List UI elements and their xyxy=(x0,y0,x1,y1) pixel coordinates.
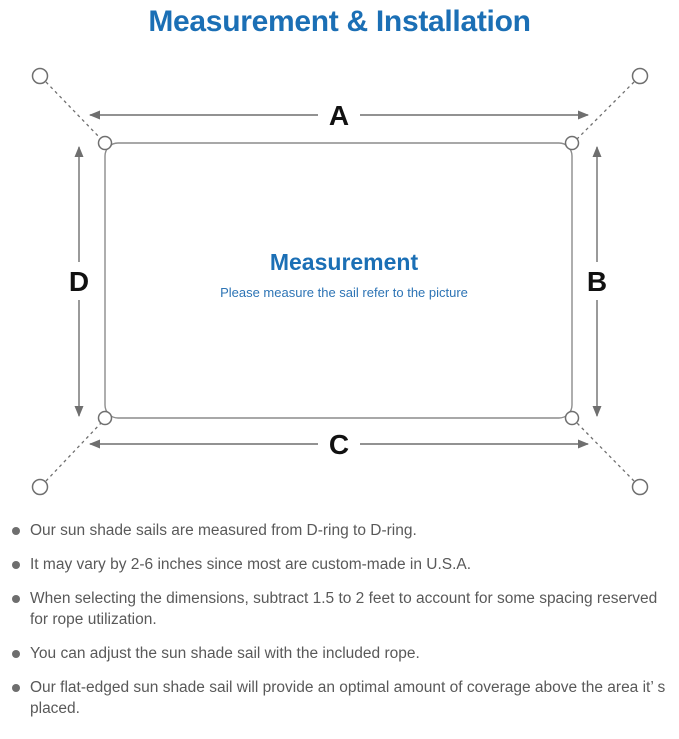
notes-list: Our sun shade sails are measured from D-… xyxy=(0,520,679,732)
note-text: Our flat-edged sun shade sail will provi… xyxy=(30,679,666,717)
anchor-top-left-icon xyxy=(31,67,49,85)
anchor-points xyxy=(31,67,649,496)
page-title: Measurement & Installation xyxy=(148,5,531,38)
dimension-c-label: C xyxy=(329,429,349,460)
list-item: It may vary by 2-6 inches since most are… xyxy=(0,554,679,575)
rope-line-top-right xyxy=(576,81,635,140)
d-ring-bottom-right-icon xyxy=(564,410,580,426)
list-item: Our sun shade sails are measured from D-… xyxy=(0,520,679,541)
bullet-icon xyxy=(12,527,20,535)
dimension-b: B xyxy=(587,146,607,417)
bullet-icon xyxy=(12,684,20,692)
rope-line-bottom-left xyxy=(45,422,102,482)
dimension-c: C xyxy=(89,429,589,460)
bullet-icon xyxy=(12,561,20,569)
dimension-a-label: A xyxy=(329,100,349,131)
sail-body xyxy=(104,142,573,419)
dimension-d-label: D xyxy=(69,266,89,297)
list-item: When selecting the dimensions, subtract … xyxy=(0,588,679,630)
dimension-b-label: B xyxy=(587,266,607,297)
d-ring-top-right-icon xyxy=(564,135,580,151)
list-item: Our flat-edged sun shade sail will provi… xyxy=(0,677,679,719)
note-text: When selecting the dimensions, subtract … xyxy=(30,590,658,628)
sail-center-heading: Measurement xyxy=(270,249,419,275)
title-bar: Measurement & Installation xyxy=(0,2,679,42)
diagram-svg: A C D B Measurement Please measure the s… xyxy=(31,67,649,496)
bullet-icon xyxy=(12,650,20,658)
d-ring-top-left-icon xyxy=(97,135,113,151)
dimension-a: A xyxy=(89,100,589,131)
note-text: Our sun shade sails are measured from D-… xyxy=(30,522,417,539)
rope-line-bottom-right xyxy=(576,422,635,482)
anchor-bottom-left-icon xyxy=(31,478,49,496)
measurement-diagram: A C D B Measurement Please measure the s… xyxy=(0,52,679,512)
anchor-bottom-right-icon xyxy=(631,478,649,496)
note-text: It may vary by 2-6 inches since most are… xyxy=(30,556,472,573)
note-text: You can adjust the sun shade sail with t… xyxy=(30,645,420,662)
rope-line-top-left xyxy=(45,81,102,140)
d-ring-bottom-left-icon xyxy=(97,410,113,426)
rope-lines xyxy=(45,81,635,482)
sail-center-subheading: Please measure the sail refer to the pic… xyxy=(220,285,468,300)
bullet-icon xyxy=(12,595,20,603)
d-rings xyxy=(97,135,580,426)
anchor-top-right-icon xyxy=(631,67,649,85)
dimension-d: D xyxy=(69,146,89,417)
list-item: You can adjust the sun shade sail with t… xyxy=(0,643,679,664)
